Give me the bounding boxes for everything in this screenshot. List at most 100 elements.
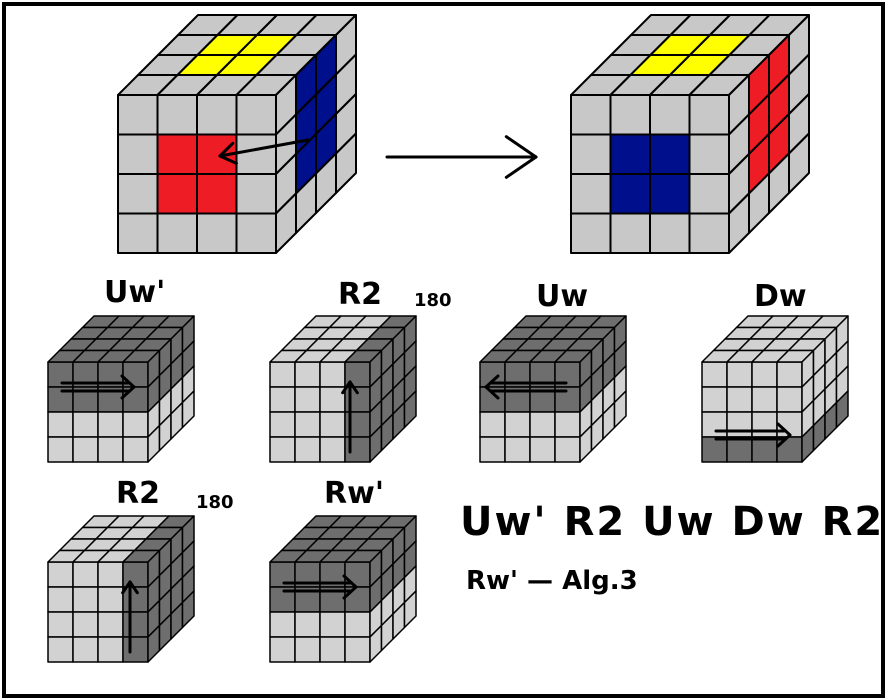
cube-move-r2-second — [47, 515, 195, 663]
front-sticker — [156, 133, 198, 175]
front-sticker — [479, 411, 506, 438]
front-sticker — [72, 636, 99, 663]
cube-move-dw — [701, 315, 849, 463]
transition-arrow — [385, 135, 538, 179]
front-sticker — [47, 636, 74, 663]
front-sticker — [751, 436, 778, 463]
front-sticker — [269, 386, 296, 413]
front-sticker — [294, 611, 321, 638]
big-cube-after — [570, 14, 810, 254]
front-sticker — [97, 586, 124, 613]
front-sticker — [269, 611, 296, 638]
cube-move-uw-prime — [47, 315, 195, 463]
cube-move-rw-prime — [269, 515, 417, 663]
front-sticker — [294, 386, 321, 413]
front-sticker — [751, 361, 778, 388]
arrow-uw — [484, 374, 568, 400]
front-sticker — [776, 436, 803, 463]
right-sticker — [335, 132, 357, 194]
front-sticker — [97, 561, 124, 588]
front-sticker — [117, 133, 159, 175]
front-sticker — [726, 436, 753, 463]
front-sticker — [726, 411, 753, 438]
right-sticker — [181, 590, 195, 629]
front-sticker — [688, 173, 730, 215]
front-sticker — [269, 361, 296, 388]
front-sticker — [196, 173, 238, 215]
front-sticker — [47, 561, 74, 588]
front-sticker — [751, 411, 778, 438]
front-sticker — [319, 411, 346, 438]
front-sticker — [344, 611, 371, 638]
front-sticker — [529, 436, 556, 463]
front-sticker — [479, 436, 506, 463]
front-sticker — [156, 173, 198, 215]
front-sticker — [156, 212, 198, 254]
right-sticker — [403, 390, 417, 429]
arrow-r2 — [341, 380, 359, 454]
front-sticker — [72, 411, 99, 438]
front-sticker — [701, 361, 728, 388]
move-label-r2-second: R2 — [116, 476, 160, 511]
front-sticker — [609, 94, 651, 136]
front-sticker — [649, 173, 691, 215]
front-sticker — [319, 636, 346, 663]
right-sticker — [788, 132, 810, 194]
front-sticker — [235, 173, 277, 215]
algorithm-sequence: Uw' R2 Uw Dw R2 — [460, 499, 885, 545]
front-sticker — [554, 436, 581, 463]
arrow-uw-prime — [60, 374, 136, 400]
rotation-note-180: 180 — [414, 290, 452, 311]
front-sticker — [726, 386, 753, 413]
front-sticker — [701, 386, 728, 413]
cube-move-uw — [479, 315, 627, 463]
front-sticker — [235, 133, 277, 175]
front-sticker — [688, 133, 730, 175]
front-sticker — [97, 611, 124, 638]
front-sticker — [701, 436, 728, 463]
front-sticker — [269, 436, 296, 463]
front-sticker — [47, 586, 74, 613]
front-sticker — [570, 212, 612, 254]
front-sticker — [97, 411, 124, 438]
move-label-uw: Uw — [536, 279, 589, 314]
front-sticker — [122, 436, 149, 463]
front-sticker — [688, 94, 730, 136]
arrow-dw — [714, 422, 792, 448]
front-sticker — [294, 411, 321, 438]
front-sticker — [570, 94, 612, 136]
front-sticker — [196, 94, 238, 136]
front-sticker — [609, 173, 651, 215]
front-sticker — [649, 212, 691, 254]
front-sticker — [47, 611, 74, 638]
right-sticker — [835, 390, 849, 429]
front-sticker — [649, 133, 691, 175]
front-sticker — [688, 212, 730, 254]
front-sticker — [294, 636, 321, 663]
front-sticker — [319, 436, 346, 463]
front-sticker — [72, 436, 99, 463]
front-sticker — [122, 636, 149, 663]
front-sticker — [269, 411, 296, 438]
front-sticker — [196, 212, 238, 254]
front-sticker — [609, 212, 651, 254]
big-cube-before — [117, 14, 357, 254]
front-sticker — [776, 386, 803, 413]
front-sticker — [701, 411, 728, 438]
right-sticker — [181, 390, 195, 429]
front-sticker — [72, 561, 99, 588]
blue-to-front-arrow — [218, 138, 310, 165]
move-label-uw-prime: Uw' — [104, 275, 166, 310]
front-sticker — [156, 94, 198, 136]
move-label-rw-prime: Rw' — [324, 476, 384, 511]
right-sticker — [403, 590, 417, 629]
front-sticker — [117, 94, 159, 136]
front-sticker — [122, 611, 149, 638]
front-sticker — [97, 636, 124, 663]
front-sticker — [97, 436, 124, 463]
front-sticker — [117, 212, 159, 254]
front-sticker — [72, 586, 99, 613]
front-sticker — [609, 133, 651, 175]
front-sticker — [235, 94, 277, 136]
front-sticker — [751, 386, 778, 413]
